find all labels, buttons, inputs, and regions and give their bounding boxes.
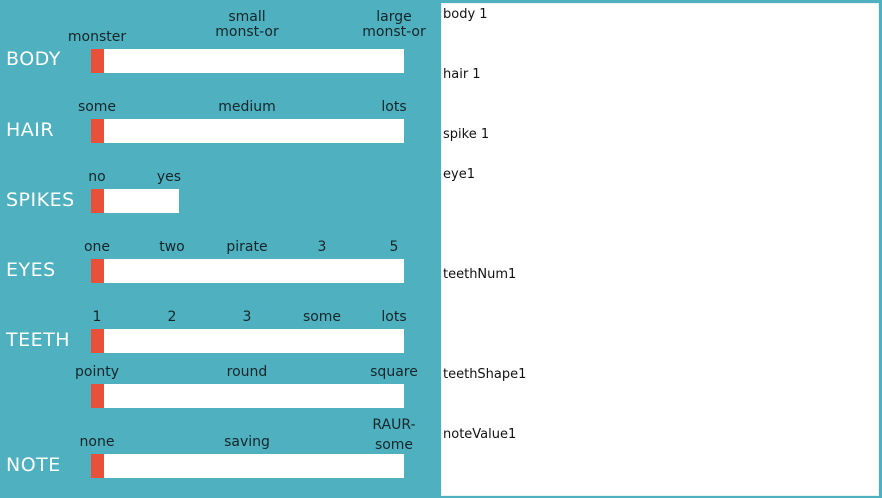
body-label: BODY — [6, 48, 61, 70]
teeth-shape-slider-track[interactable] — [91, 384, 404, 408]
note-slider-track[interactable] — [91, 454, 404, 478]
output-spike: spike 1 — [443, 127, 490, 142]
body-tick-large-monstor: large monst-or — [362, 9, 426, 40]
teeth-number-slider-thumb[interactable] — [91, 329, 104, 353]
teeth-label: TEETH — [6, 329, 71, 351]
controls-panel: BODY monster small monst-or large monst-… — [0, 0, 440, 498]
eyes-slider-thumb[interactable] — [91, 259, 104, 283]
note-tick-none: none — [79, 434, 115, 450]
output-note-value: noteValue1 — [443, 427, 517, 442]
output-panel: body 1 hair 1 spike 1 eye1 teethNum1 tee… — [441, 3, 879, 496]
note-tick-raursome: RAUR-some — [372, 417, 416, 453]
teeth-number-slider-track[interactable] — [91, 329, 404, 353]
output-teeth-number: teethNum1 — [443, 267, 517, 282]
hair-slider-thumb[interactable] — [91, 119, 104, 143]
output-eye: eye1 — [443, 167, 475, 182]
body-tick-small-monstor: small monst-or — [215, 9, 279, 40]
note-slider-thumb[interactable] — [91, 454, 104, 478]
eyes-slider-track[interactable] — [91, 259, 404, 283]
teeth-shape-slider-thumb[interactable] — [91, 384, 104, 408]
teeth-tick-1: 1 — [92, 309, 102, 325]
hair-tick-medium: medium — [218, 99, 276, 115]
hair-label: HAIR — [6, 119, 55, 141]
teeth-shape-tick-pointy: pointy — [75, 364, 119, 380]
teeth-tick-3: 3 — [242, 309, 252, 325]
note-tick-saving: saving — [224, 434, 270, 450]
eyes-label: EYES — [6, 259, 56, 281]
body-slider-track[interactable] — [91, 49, 404, 73]
body-slider-thumb[interactable] — [91, 49, 104, 73]
teeth-tick-2: 2 — [167, 309, 177, 325]
note-label: NOTE — [6, 454, 61, 476]
hair-tick-some: some — [77, 99, 117, 115]
teeth-shape-tick-round: round — [226, 364, 268, 380]
body-tick-monster: monster — [67, 29, 127, 45]
eyes-tick-two: two — [159, 239, 185, 255]
spikes-tick-no: no — [88, 169, 106, 185]
spikes-tick-yes: yes — [156, 169, 182, 185]
hair-slider-track[interactable] — [91, 119, 404, 143]
teeth-shape-tick-square: square — [370, 364, 418, 380]
teeth-tick-lots: lots — [381, 309, 407, 325]
eyes-tick-5: 5 — [389, 239, 399, 255]
eyes-tick-3: 3 — [317, 239, 327, 255]
eyes-tick-pirate: pirate — [226, 239, 268, 255]
spikes-slider-thumb[interactable] — [91, 189, 104, 213]
spikes-slider-track[interactable] — [91, 189, 179, 213]
eyes-tick-one: one — [83, 239, 111, 255]
hair-tick-lots: lots — [381, 99, 407, 115]
output-body: body 1 — [443, 7, 488, 22]
teeth-tick-some: some — [302, 309, 342, 325]
output-hair: hair 1 — [443, 67, 481, 82]
output-teeth-shape: teethShape1 — [443, 367, 527, 382]
spikes-label: SPIKES — [6, 189, 75, 211]
